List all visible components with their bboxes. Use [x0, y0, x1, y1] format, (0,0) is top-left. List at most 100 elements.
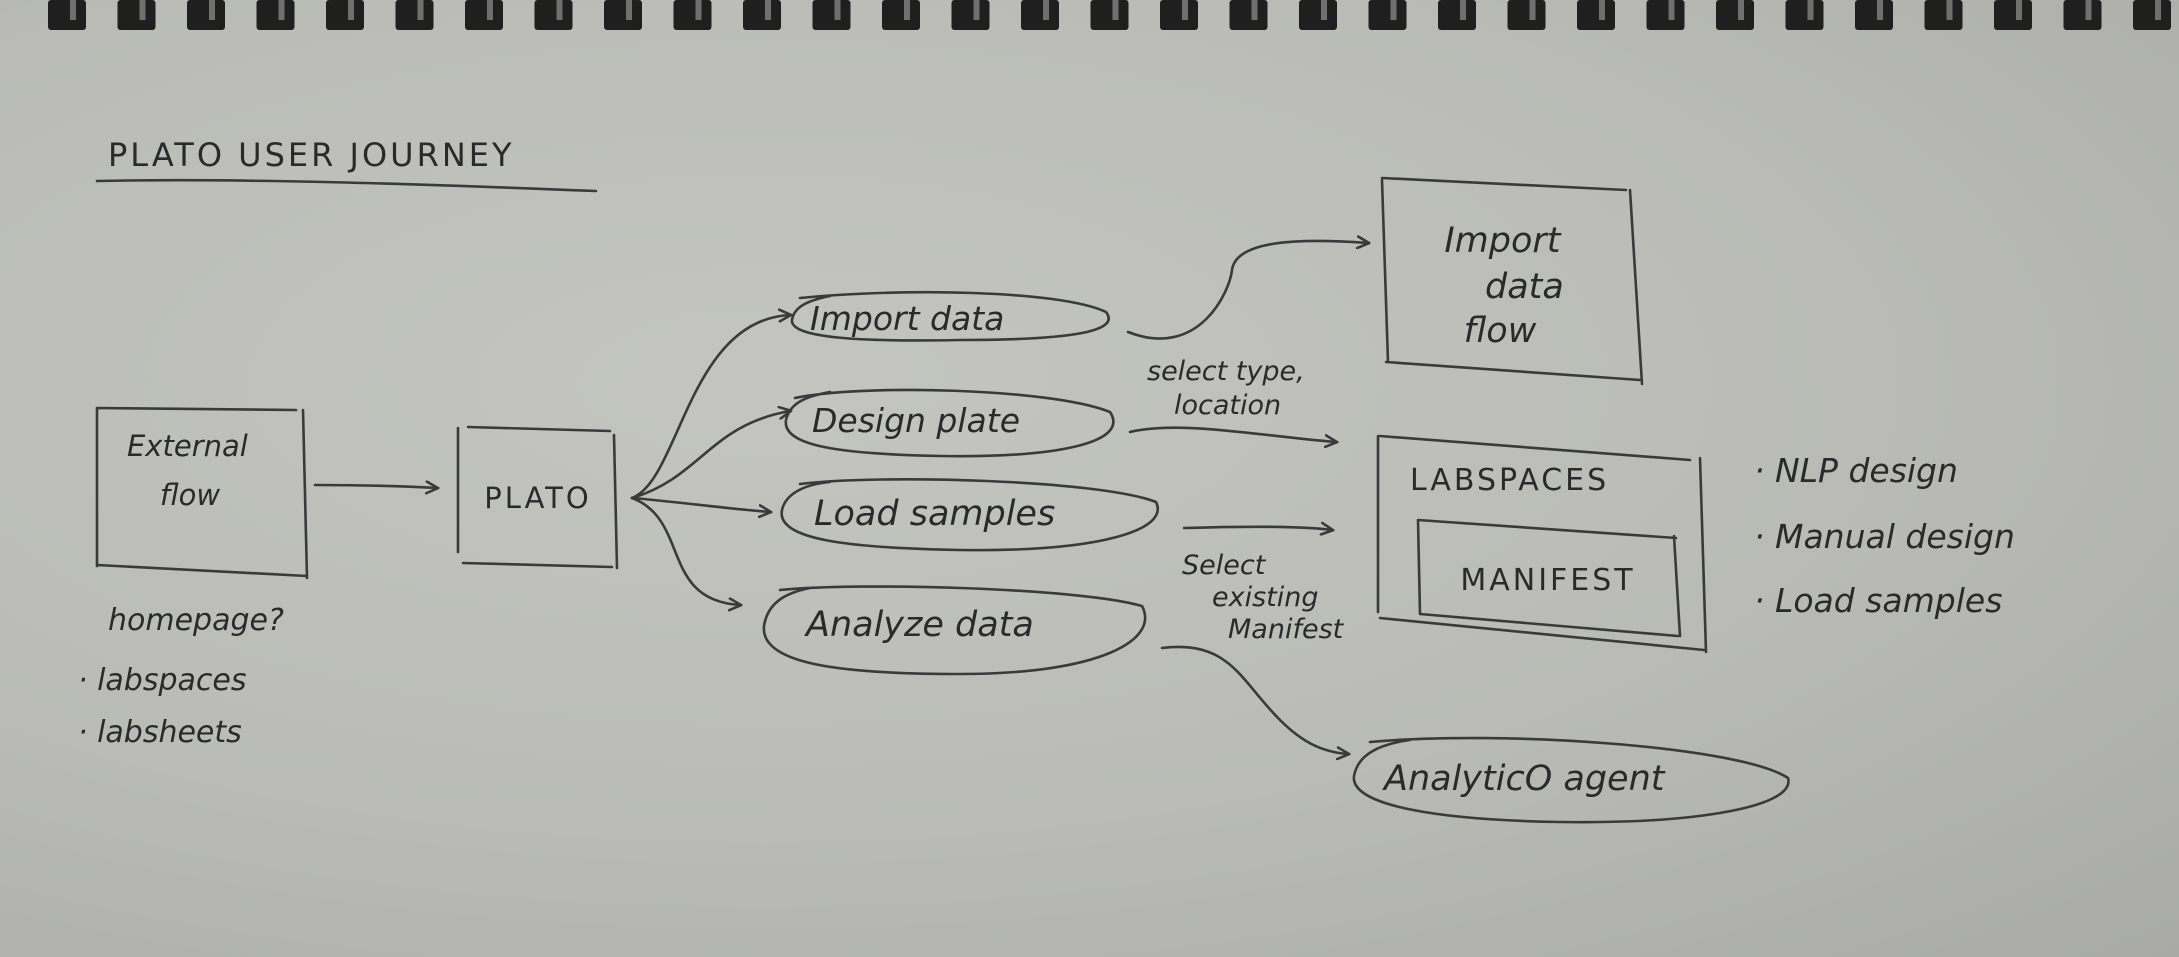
import-data-label: Import data	[810, 299, 1004, 338]
manifest-label: MANIFEST	[1460, 563, 1635, 598]
binding-hole	[117, 0, 156, 30]
binding-hole	[534, 0, 573, 30]
binding-hole	[743, 0, 781, 30]
arrow-design-to-labspaces	[1128, 426, 1336, 442]
binding-hole-gap	[139, 0, 146, 20]
binding-hole	[673, 0, 712, 30]
binding-hole-gap	[695, 0, 702, 20]
binding-hole	[882, 0, 920, 30]
binding-hole	[1646, 0, 1685, 30]
binding-hole-gap	[1390, 0, 1397, 20]
binding-hole-gap	[1460, 0, 1466, 20]
analyze-data-label: Analyze data	[804, 605, 1034, 645]
labsheets-line: · labsheets	[78, 715, 242, 750]
external-flow-label: External flow	[127, 429, 257, 512]
load-samples-label: Load samples	[814, 494, 1055, 534]
labspaces-options-note: · NLP design · Manual design · Load samp…	[1754, 451, 2025, 620]
arrow-plato-to-load	[630, 496, 770, 512]
select-manifest-line-3: Manifest	[1228, 614, 1345, 645]
binding-hole	[1785, 0, 1824, 30]
binding-hole-gap	[1529, 0, 1536, 20]
nlp-design-line: · NLP design	[1754, 451, 1958, 490]
external-flow-line-1: External	[127, 429, 248, 463]
binding-hole	[1577, 0, 1615, 30]
select-manifest-line-2: existing	[1212, 582, 1319, 613]
import-data-ellipse	[790, 290, 1110, 342]
select-manifest-note: Select existing Manifest	[1182, 550, 1345, 645]
binding-hole-gap	[2085, 0, 2092, 20]
binding-hole-gap	[487, 0, 493, 20]
binding-hole-gap	[2155, 0, 2161, 20]
arrow-plato-to-import	[630, 315, 790, 500]
binding-hole	[2063, 0, 2102, 30]
binding-hole	[1924, 0, 1963, 30]
binding-hole	[1368, 0, 1407, 30]
binding-hole	[1855, 0, 1893, 30]
binding-hole	[187, 0, 225, 30]
binding-hole-gap	[2016, 0, 2022, 20]
binding-hole	[1299, 0, 1337, 30]
binding-hole-gap	[556, 0, 563, 20]
binding-hole	[256, 0, 295, 30]
arrow-import-to-flow	[1126, 241, 1368, 340]
arrow-external-to-plato	[313, 485, 437, 488]
binding-hole	[48, 0, 86, 30]
design-plate-label: Design plate	[812, 401, 1020, 440]
external-flow-line-2: flow	[160, 478, 220, 512]
binding-hole	[1160, 0, 1198, 30]
labspaces-line: · labspaces	[78, 663, 246, 698]
binding-hole-gap	[1599, 0, 1605, 20]
binding-hole-gap	[1738, 0, 1744, 20]
binding-hole	[1021, 0, 1059, 30]
select-manifest-line-1: Select	[1182, 550, 1267, 581]
binding-hole	[465, 0, 503, 30]
select-type-line-2: location	[1174, 390, 1281, 421]
binding-hole	[1438, 0, 1476, 30]
binding-hole-gap	[1877, 0, 1883, 20]
load-samples-ellipse	[780, 478, 1159, 552]
binding-hole	[1507, 0, 1546, 30]
binding-hole-gap	[1321, 0, 1327, 20]
binding-hole	[1994, 0, 2032, 30]
binding-hole-gap	[417, 0, 424, 20]
import-data-flow-box	[1380, 176, 1644, 386]
analytico-agent-label: AnalyticO agent	[1382, 759, 1666, 799]
manual-design-line: · Manual design	[1754, 517, 2015, 556]
binding-hole-gap	[1807, 0, 1814, 20]
binding-hole-gap	[1668, 0, 1675, 20]
binding-hole-gap	[1946, 0, 1953, 20]
arrow-load-to-labspaces	[1182, 527, 1332, 530]
binding-hole	[604, 0, 642, 30]
analytico-agent-ellipse	[1352, 736, 1790, 824]
arrow-plato-to-design	[630, 411, 790, 500]
labspaces-box	[1376, 434, 1708, 654]
title-underline	[95, 178, 598, 193]
binding-hole-gap	[1112, 0, 1119, 20]
import-data-flow-label: Import data flow	[1444, 221, 1575, 351]
arrow-analyze-to-agent	[1160, 645, 1348, 754]
binding-hole	[812, 0, 851, 30]
binding-hole	[326, 0, 364, 30]
binding-hole-gap	[348, 0, 354, 20]
external-flow-box	[95, 406, 309, 580]
binding-hole	[1716, 0, 1754, 30]
binding-hole	[1090, 0, 1129, 30]
arrow-plato-to-analyze	[630, 496, 740, 605]
binding-hole-gap	[626, 0, 632, 20]
analyze-data-ellipse	[762, 585, 1147, 676]
homepage-note: homepage? · labspaces · labsheets	[78, 603, 293, 750]
binding-hole-gap	[70, 0, 76, 20]
binding-hole	[2133, 0, 2171, 30]
binding-hole-gap	[834, 0, 841, 20]
binding-hole-gap	[973, 0, 980, 20]
import-data-flow-line-1: Import	[1444, 221, 1561, 261]
select-type-line-1: select type,	[1147, 356, 1305, 387]
design-plate-ellipse	[784, 388, 1115, 458]
binding-hole	[951, 0, 990, 30]
binding-hole-gap	[765, 0, 771, 20]
homepage-line: homepage?	[108, 603, 284, 638]
binding-hole-gap	[1251, 0, 1258, 20]
load-samples-option-line: · Load samples	[1754, 581, 2002, 620]
labspaces-label: LABSPACES	[1410, 463, 1609, 498]
